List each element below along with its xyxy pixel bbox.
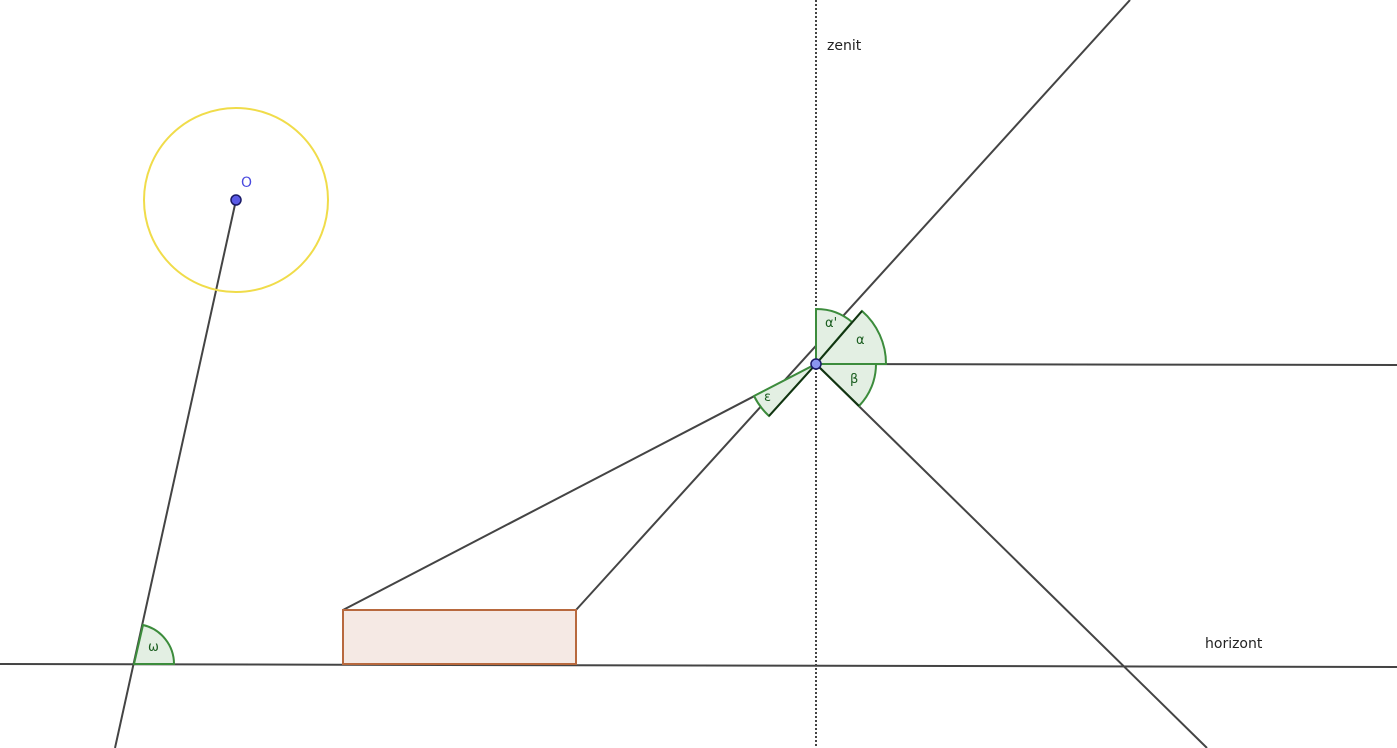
horizontal-line-p[interactable] <box>815 363 1397 366</box>
angle-alpha-label: α <box>856 333 865 348</box>
ray-line-lower[interactable] <box>815 363 1208 748</box>
point-o-label: O <box>241 175 253 191</box>
ray-line-upper[interactable] <box>575 0 1131 611</box>
angle-alpha-prime-label: α' <box>825 316 838 331</box>
angle-omega-label: ω <box>148 640 159 655</box>
sight-line[interactable] <box>342 363 817 611</box>
object-rectangle[interactable] <box>342 609 577 665</box>
point-o[interactable] <box>230 194 242 206</box>
angle-epsilon-label: ε <box>764 390 772 405</box>
angle-beta-sector[interactable] <box>813 363 878 408</box>
horizon-line[interactable] <box>0 663 1397 668</box>
point-p[interactable] <box>810 358 822 370</box>
angle-omega-sector[interactable] <box>132 623 176 665</box>
horizon-label: horizont <box>1205 636 1263 652</box>
line-o[interactable] <box>114 199 237 748</box>
zenith-label: zenit <box>827 38 862 54</box>
ray-line-lower-overlay <box>815 363 860 407</box>
sun-circle[interactable] <box>143 107 329 293</box>
ray-line-epsilon-overlay <box>768 363 817 417</box>
angle-beta-label: β <box>850 372 859 387</box>
angle-alpha-sector[interactable] <box>813 309 888 365</box>
ray-line-upper-overlay <box>815 310 863 365</box>
